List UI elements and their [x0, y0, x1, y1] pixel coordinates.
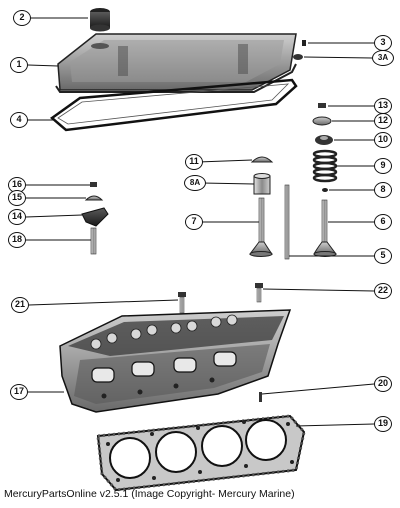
callout-15: 15: [8, 190, 26, 206]
callout-10: 10: [374, 132, 392, 148]
rocker-arm-ball-left: [84, 195, 104, 201]
leader-lines: [25, 17, 375, 427]
callout-1: 1: [10, 57, 28, 73]
head-bolt-short: [178, 292, 186, 314]
cylinder-head-gasket: [96, 414, 306, 492]
breather-grommet: [293, 54, 303, 60]
exhaust-valve: [313, 199, 338, 257]
callout-17: 17: [10, 384, 28, 400]
valve-spring: [312, 149, 338, 183]
valve-stem-seal: [322, 188, 328, 192]
rocker-arm-stud: [90, 227, 97, 255]
valve-spring-shield: [315, 135, 333, 145]
callout-2: 2: [13, 10, 31, 26]
rocker-arm-ball: [250, 156, 274, 163]
rocker-arm: [81, 207, 109, 227]
callout-9: 9: [374, 158, 392, 174]
callout-8: 8: [374, 182, 392, 198]
oil-fill-cap: [90, 8, 110, 32]
intake-valve: [248, 197, 273, 257]
callout-3a: 3A: [372, 50, 394, 66]
callout-3: 3: [374, 35, 392, 51]
callout-5: 5: [374, 248, 392, 264]
callout-7: 7: [185, 214, 203, 230]
callout-11: 11: [185, 154, 203, 170]
breather-clip: [302, 40, 306, 46]
dowel-pin: [259, 392, 262, 402]
valve-spring-cap: [312, 116, 332, 126]
callout-13: 13: [374, 98, 392, 114]
callout-6: 6: [374, 214, 392, 230]
callout-8a: 8A: [184, 175, 206, 191]
callout-19: 19: [374, 416, 392, 432]
callout-22: 22: [374, 283, 392, 299]
valve-cover: [55, 33, 297, 93]
rocker-arm-nut: [90, 182, 97, 187]
push-rod: [284, 184, 290, 260]
callout-4: 4: [10, 112, 28, 128]
valve-cover-gasket: [49, 78, 298, 132]
cylinder-head: [59, 309, 292, 413]
callout-20: 20: [374, 376, 392, 392]
callout-18: 18: [8, 232, 26, 248]
copyright-footer: MercuryPartsOnline v2.5.1 (Image Copyrig…: [4, 488, 295, 500]
head-bolt-long: [255, 283, 263, 303]
valve-rotator: [253, 173, 271, 195]
callout-21: 21: [11, 297, 29, 313]
callout-14: 14: [8, 209, 26, 225]
callout-12: 12: [374, 113, 392, 129]
valve-stem-lock: [318, 103, 326, 108]
